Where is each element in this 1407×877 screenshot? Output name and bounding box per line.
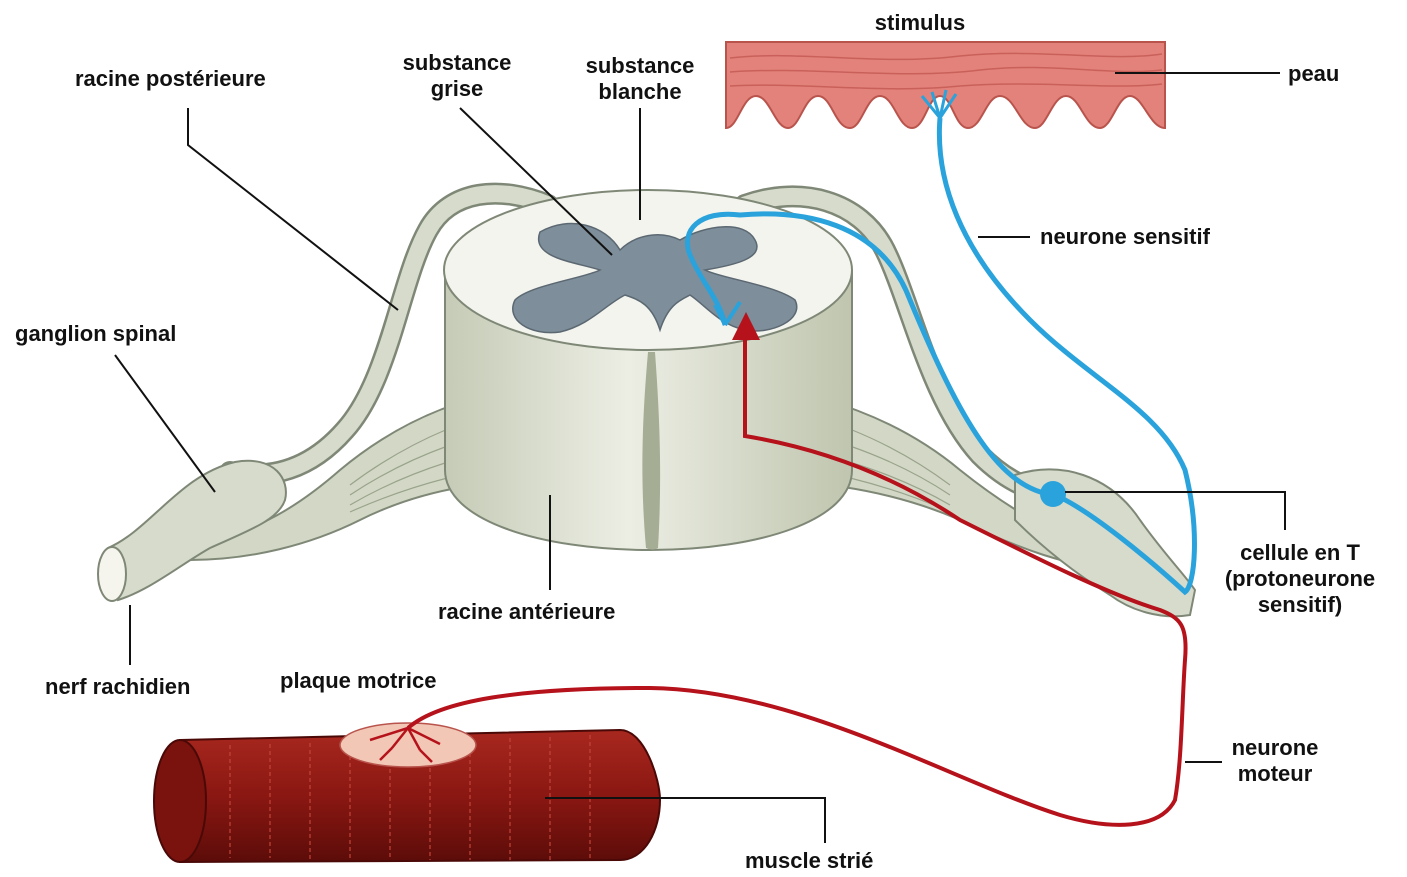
label-cellule-en-t-line2: (protoneurone — [1205, 566, 1395, 592]
label-nerf-rachidien: nerf rachidien — [45, 674, 190, 700]
label-ganglion-spinal: ganglion spinal — [15, 321, 176, 347]
label-cellule-en-t-line1: cellule en T — [1205, 540, 1395, 566]
label-neurone-moteur-line1: neurone — [1215, 735, 1335, 761]
label-neurone-sensitif: neurone sensitif — [1040, 224, 1210, 250]
striated-muscle — [154, 723, 660, 862]
t-cell-body — [1040, 481, 1066, 507]
label-peau: peau — [1288, 61, 1339, 87]
nerve-cut-end — [98, 547, 126, 601]
label-muscle-strie: muscle strié — [745, 848, 873, 874]
leader-ganglion-spinal — [115, 355, 215, 492]
leader-racine-posterieure — [188, 108, 398, 310]
label-racine-posterieure: racine postérieure — [75, 66, 266, 92]
skin-block — [726, 42, 1165, 128]
label-cellule-en-t-line3: sensitif) — [1205, 592, 1395, 618]
label-substance-blanche: substance blanche — [565, 53, 715, 105]
label-substance-grise: substance grise — [382, 50, 532, 102]
label-racine-anterieure: racine antérieure — [438, 599, 615, 625]
label-plaque-motrice: plaque motrice — [280, 668, 436, 694]
spinal-cord — [444, 190, 852, 550]
label-neurone-moteur-line2: moteur — [1215, 761, 1335, 787]
label-stimulus: stimulus — [845, 10, 995, 36]
